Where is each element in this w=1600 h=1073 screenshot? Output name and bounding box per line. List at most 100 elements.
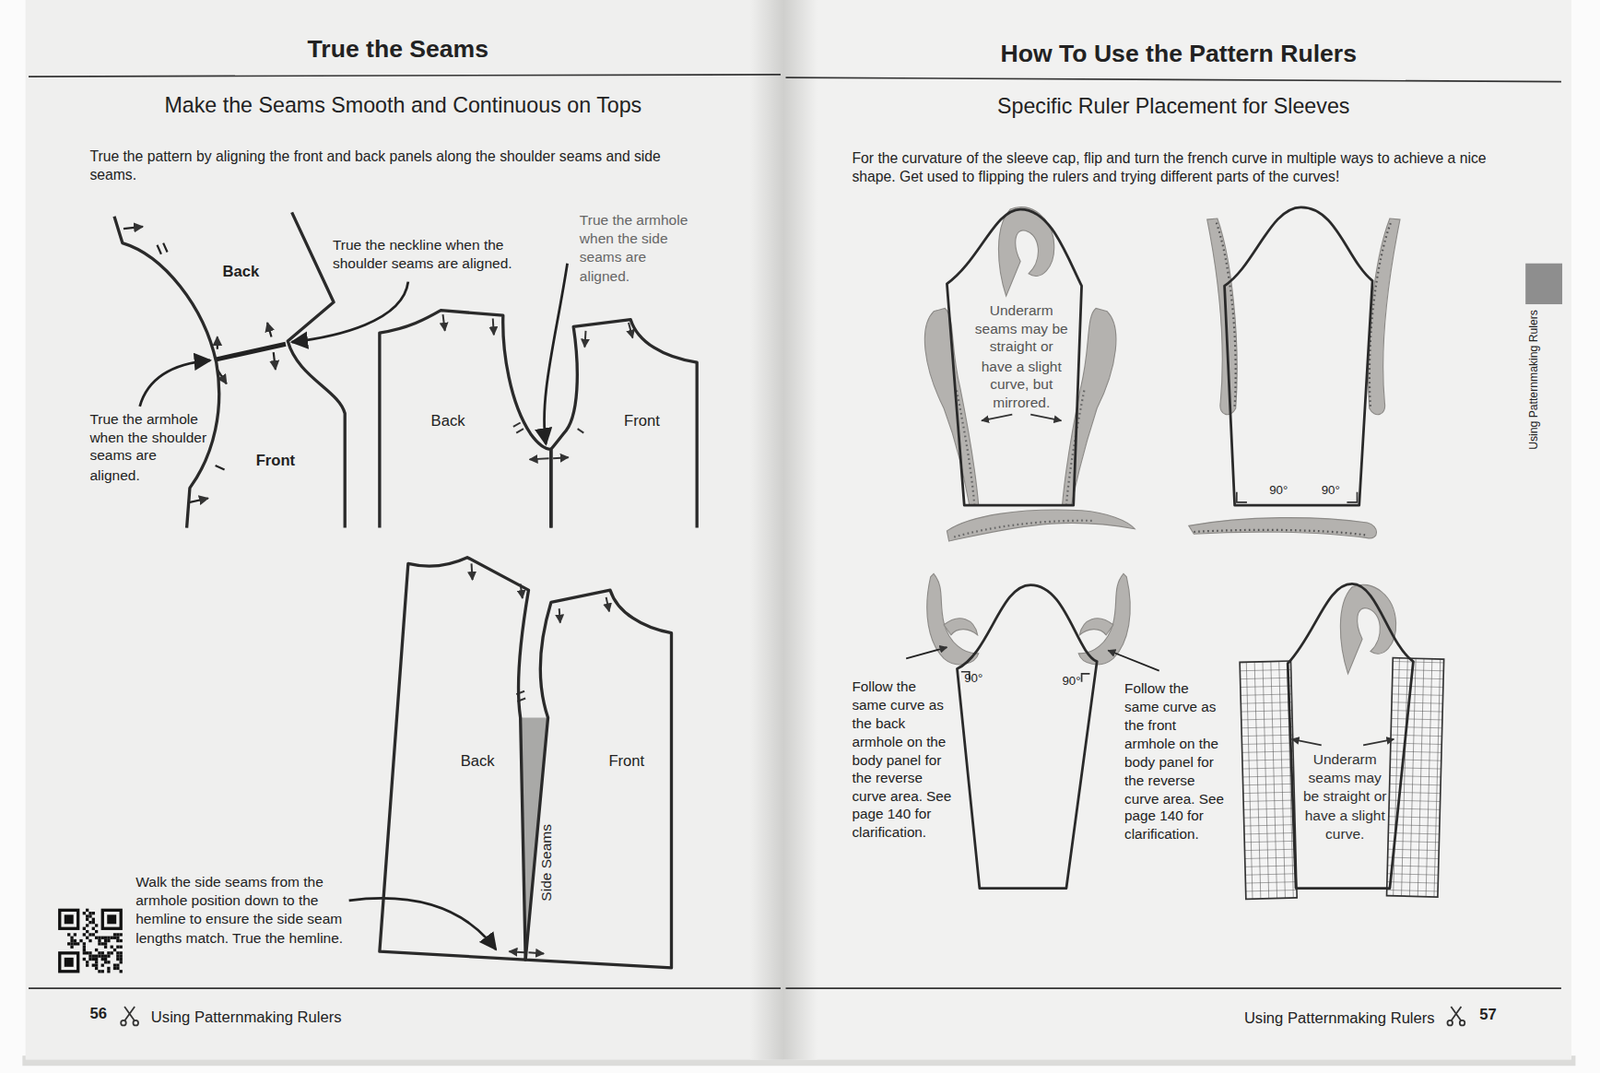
- qr-cell: [85, 963, 89, 966]
- qr-cell: [94, 963, 98, 966]
- side-tab: [1525, 263, 1563, 305]
- qr-cell: [116, 951, 119, 954]
- panel-line: [1224, 207, 1374, 506]
- qr-cell: [92, 927, 95, 930]
- qr-cell: [97, 951, 101, 954]
- callout-text: For the curvature of the sleeve cap, fli…: [851, 149, 1516, 188]
- qr-cell: [85, 960, 89, 964]
- qr-cell: [76, 941, 80, 945]
- qr-cell: [92, 957, 95, 961]
- qr-cell: [104, 911, 120, 928]
- pattern-panel: Back: [372, 304, 556, 531]
- qr-cell: [92, 911, 95, 915]
- panel-line: [379, 557, 530, 960]
- panel-label: 90°: [1321, 482, 1341, 499]
- leader-arrow: [1107, 649, 1159, 671]
- qr-cell: [119, 969, 123, 973]
- panel-outline: [183, 208, 353, 533]
- panel-label: 90°: [1061, 673, 1081, 690]
- qr-cell: [119, 945, 123, 949]
- panel-line: [551, 319, 697, 529]
- panel-outline: [953, 581, 1100, 892]
- qr-cell: [113, 936, 117, 940]
- callout-text: Follow the same curve as the back armhol…: [851, 677, 952, 843]
- page-title: How To Use the Pattern Rulers: [1000, 36, 1357, 70]
- panel-label: Front: [256, 450, 295, 471]
- callout-text: True the pattern by aligning the front a…: [89, 146, 677, 185]
- qr-cell: [82, 951, 86, 954]
- qr-cell: [92, 920, 95, 924]
- sleeve-panel: 90°90°: [1222, 201, 1376, 508]
- qr-cell: [104, 939, 107, 942]
- pattern-panel: Front: [545, 311, 701, 531]
- qr-cell: [104, 957, 107, 961]
- callout-text: True the armhole when the side seams are…: [579, 210, 695, 285]
- footer-rule: [28, 987, 781, 989]
- qr-cell: [70, 945, 73, 949]
- right-page: [783, 0, 1572, 1060]
- qr-cell: [97, 969, 101, 973]
- qr-cell: [85, 914, 89, 918]
- qr-cell: [85, 929, 89, 933]
- qr-cell: [88, 954, 92, 958]
- rotated-label: Side Seams: [536, 823, 555, 902]
- qr-cell: [94, 954, 98, 958]
- ruler-set: [1188, 218, 1400, 539]
- qr-cell: [88, 911, 92, 915]
- sleeve-panel: Underarm seams may be straight or have a…: [1283, 581, 1419, 892]
- section-heading: Make the Seams Smooth and Continuous on …: [164, 91, 642, 119]
- qr-cell: [82, 945, 86, 949]
- footer-text: 56: [89, 1003, 106, 1024]
- panel-line: [379, 310, 552, 529]
- panel-outline: [1222, 201, 1376, 508]
- qr-cell: [104, 945, 107, 949]
- scissors-icon: [120, 1006, 139, 1025]
- qr-cell: [85, 917, 89, 921]
- qr-cell: [113, 932, 117, 936]
- qr-cell: [119, 954, 123, 958]
- qr-cell: [73, 932, 77, 936]
- qr-cell: [110, 945, 114, 949]
- qr-cell: [70, 939, 73, 942]
- panel-label: Back: [460, 750, 495, 771]
- qr-cell: [116, 963, 119, 966]
- rotated-label: Using Patternmaking Rulers: [1526, 309, 1542, 450]
- qr-cell: [106, 969, 110, 973]
- qr-cell: [106, 966, 110, 970]
- qr-cell: [104, 954, 107, 958]
- qr-cell: [94, 957, 98, 961]
- qr-cell: [79, 939, 83, 942]
- qr-cell: [97, 936, 101, 940]
- qr-cell: [94, 948, 98, 952]
- qr-cell: [110, 951, 114, 954]
- qr-cell: [101, 941, 105, 945]
- panel-line: [1287, 583, 1413, 888]
- qr-cell: [97, 941, 101, 945]
- pattern-panel: Back: [110, 208, 280, 533]
- qr-cell: [113, 966, 117, 970]
- footer-rule: [785, 987, 1561, 989]
- qr-cell: [106, 954, 110, 958]
- callout-text: Walk the side seams from the armhole pos…: [135, 872, 365, 948]
- panel-label: Back: [222, 261, 259, 283]
- qr-cell: [58, 908, 80, 930]
- left-page: [25, 0, 787, 1060]
- leader-arrow: [140, 360, 211, 407]
- qr-cell: [94, 923, 98, 927]
- qr-cell: [119, 957, 123, 961]
- panel-outline: [520, 583, 676, 972]
- pattern-panel: Front: [183, 208, 353, 533]
- qr-cell: [92, 963, 95, 966]
- qr-cell: [106, 951, 110, 954]
- panel-outline: [110, 208, 280, 533]
- callout-text: True the neckline when the shoulder seam…: [332, 235, 537, 273]
- qr-cell: [104, 960, 107, 964]
- scissors-icon: [1447, 1006, 1465, 1025]
- qr-cell: [101, 969, 105, 973]
- pattern-panel: Back: [375, 551, 554, 965]
- panel-line: [525, 589, 671, 968]
- qr-cell: [82, 941, 86, 945]
- qr-cell: [73, 941, 77, 945]
- qr-cell: [82, 927, 86, 930]
- panel-line: [946, 209, 1082, 506]
